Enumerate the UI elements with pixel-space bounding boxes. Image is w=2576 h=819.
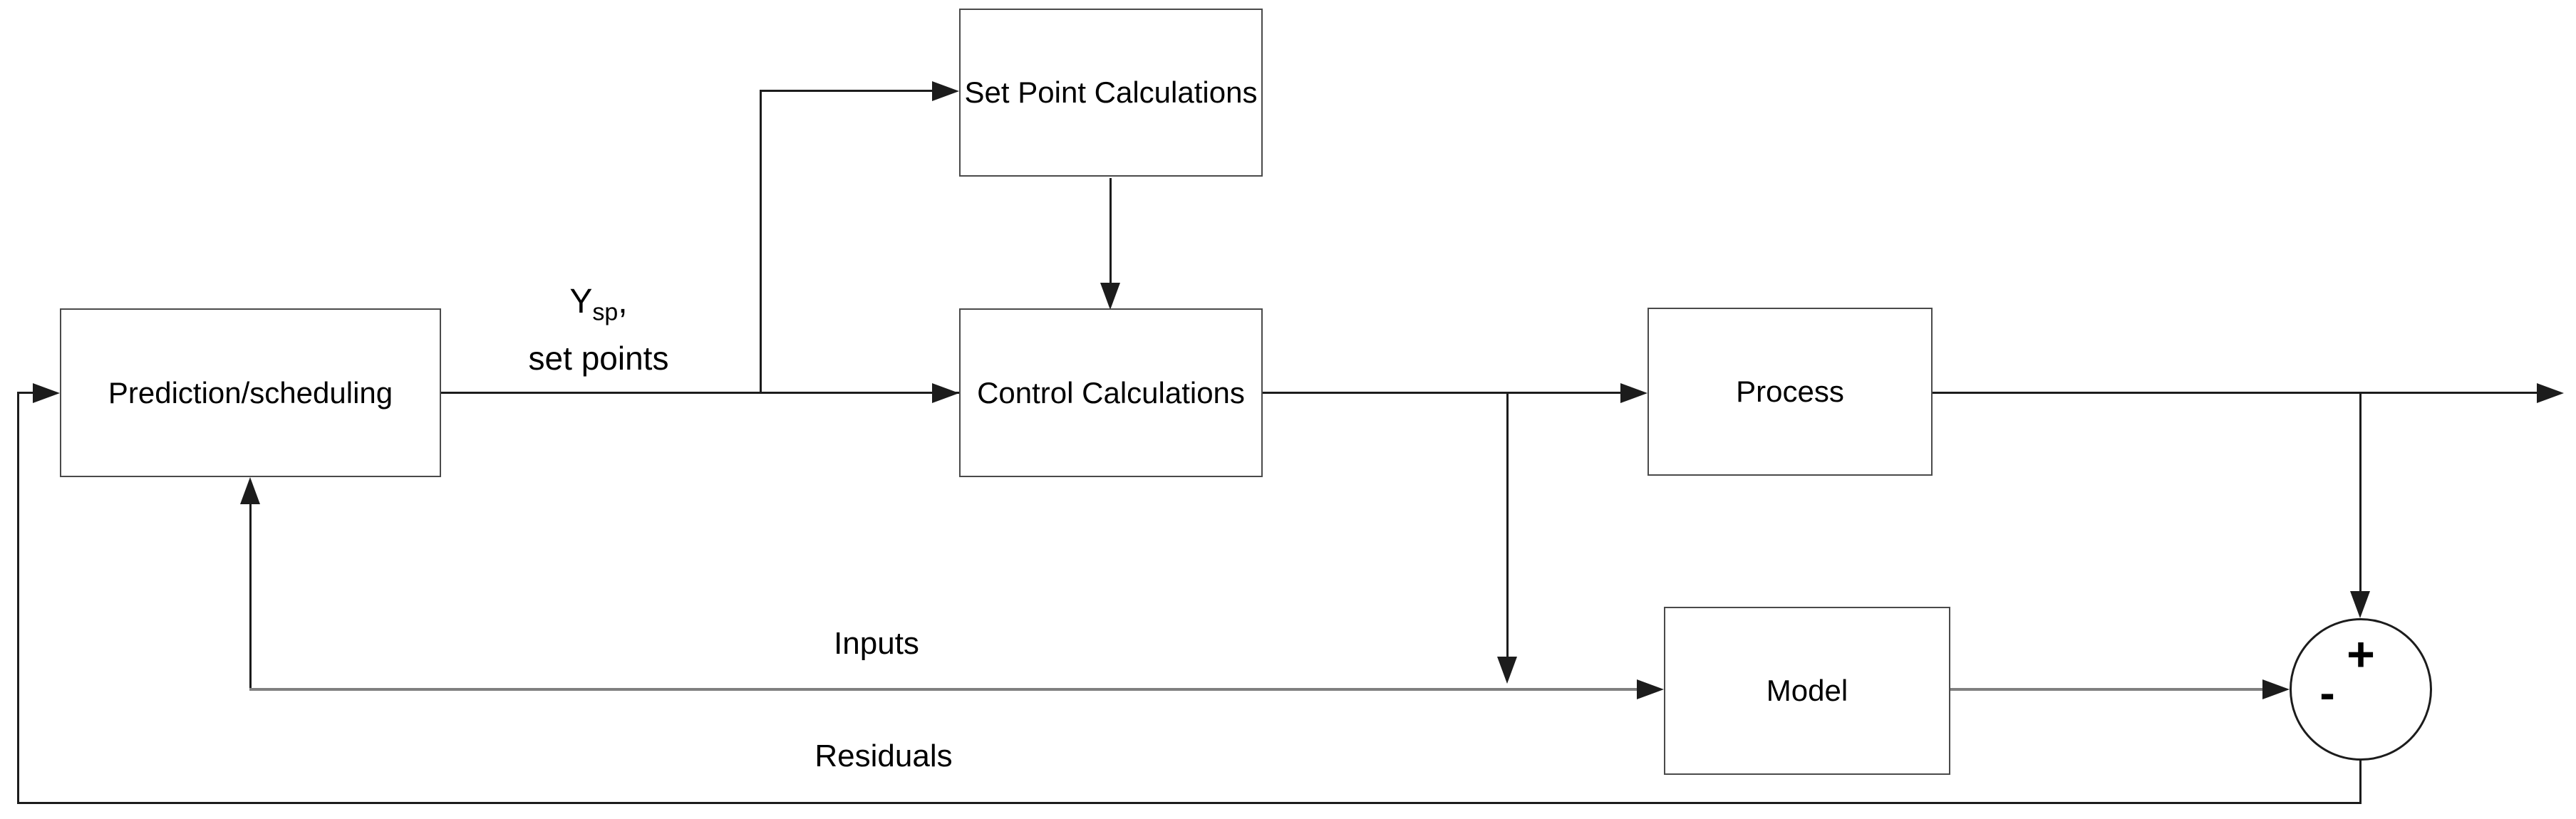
connector-inputs-vertical-into-prediction bbox=[249, 503, 252, 689]
prediction-scheduling-box: Prediction/scheduling bbox=[60, 308, 441, 477]
arrowhead-into-model bbox=[1637, 679, 1664, 699]
process-label: Process bbox=[1736, 375, 1844, 408]
ysp-symbol: Ysp, bbox=[569, 283, 628, 326]
control-calculations-label: Control Calculations bbox=[977, 375, 1245, 410]
connector-control-to-process bbox=[1263, 392, 1620, 394]
model-box: Model bbox=[1664, 607, 1950, 775]
arrowhead-into-process bbox=[1620, 383, 1647, 403]
set-point-calculations-label: Set Point Calculations bbox=[964, 75, 1258, 109]
summing-junction: + - bbox=[2290, 618, 2432, 761]
process-box: Process bbox=[1647, 308, 1933, 476]
set-point-calculations-box: Set Point Calculations bbox=[959, 9, 1263, 177]
connector-residuals-vertical-left bbox=[17, 392, 19, 804]
arrowhead-into-prediction-left bbox=[33, 383, 60, 403]
arrowhead-into-junction-top bbox=[2350, 591, 2370, 618]
connector-riser-to-setpoint-horizontal bbox=[760, 90, 932, 92]
arrowhead-onto-inputs-line bbox=[1497, 657, 1517, 684]
model-label: Model bbox=[1766, 674, 1848, 707]
connector-prediction-to-control bbox=[441, 392, 959, 394]
arrowhead-into-prediction-bottom bbox=[240, 477, 260, 504]
connector-process-output bbox=[1933, 392, 2537, 394]
arrowhead-into-control-top bbox=[1100, 283, 1120, 310]
connector-control-branch-down bbox=[1506, 393, 1509, 657]
arrowhead-into-setpoint bbox=[932, 81, 959, 101]
inputs-label: Inputs bbox=[834, 626, 919, 661]
arrowhead-into-junction-left bbox=[2262, 679, 2290, 699]
connector-residuals-horizontal bbox=[17, 802, 2362, 804]
prediction-scheduling-label: Prediction/scheduling bbox=[108, 375, 393, 410]
connector-model-to-junction bbox=[1950, 688, 2262, 691]
control-calculations-box: Control Calculations bbox=[959, 308, 1263, 477]
connector-process-to-junction-vertical bbox=[2359, 393, 2362, 591]
residuals-label: Residuals bbox=[814, 739, 953, 773]
connector-junction-output-drop bbox=[2359, 759, 2362, 803]
minus-sign: - bbox=[2319, 667, 2335, 719]
set-points-text: set points bbox=[528, 339, 669, 377]
ysp-set-points-label: Ysp, set points bbox=[485, 279, 713, 381]
connector-residuals-stub-into-prediction bbox=[17, 392, 38, 394]
connector-setpoint-to-control bbox=[1109, 178, 1112, 283]
arrowhead-system-output bbox=[2537, 383, 2564, 403]
plus-sign: + bbox=[2347, 627, 2375, 682]
connector-inputs-horizontal bbox=[249, 688, 1637, 691]
arrowhead-into-control-left bbox=[932, 383, 959, 403]
connector-riser-to-setpoint-vertical bbox=[760, 90, 762, 393]
